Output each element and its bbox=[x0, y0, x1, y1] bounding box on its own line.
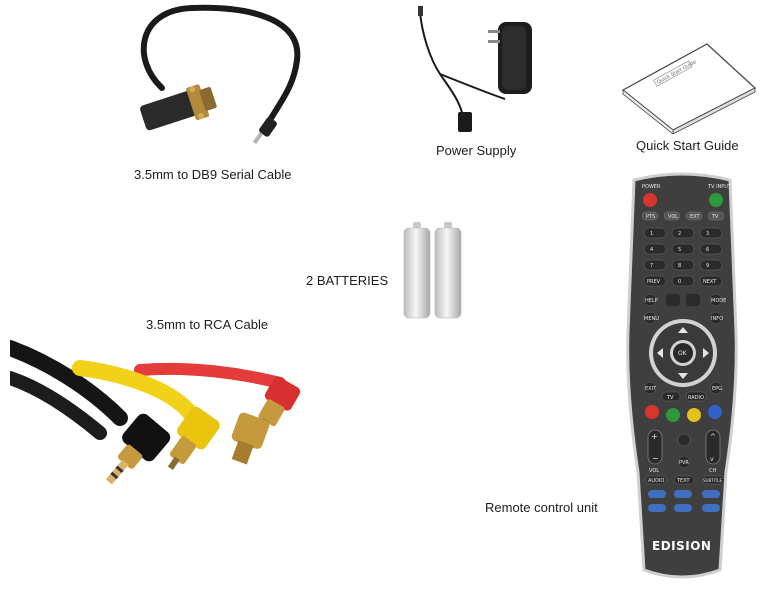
svg-text:v: v bbox=[710, 456, 714, 463]
numpad-key-8: 8 bbox=[678, 263, 681, 269]
tv-key: TV bbox=[666, 395, 674, 401]
serial-cable-caption: 3.5mm to DB9 Serial Cable bbox=[134, 167, 292, 182]
row-key-3: EXT bbox=[690, 214, 700, 220]
exit-key: EXIT bbox=[645, 386, 657, 392]
epg-key: EPG bbox=[712, 386, 722, 392]
batteries-caption: 2 BATTERIES bbox=[306, 273, 389, 288]
subtitle-key: SUBTITLE bbox=[703, 478, 723, 483]
audio-key: AUDIO bbox=[648, 478, 664, 484]
numpad-key-1: 1 bbox=[650, 231, 653, 237]
vol-label: VOL bbox=[649, 468, 659, 474]
numpad-key-next: NEXT bbox=[703, 279, 717, 285]
info-key: INFO bbox=[711, 316, 723, 322]
numpad-key-3: 3 bbox=[706, 231, 709, 237]
row-key-1: PTS bbox=[646, 214, 655, 220]
batteries-image bbox=[402, 220, 464, 320]
power-label: POWER bbox=[642, 184, 661, 190]
numpad-key-6: 6 bbox=[706, 247, 709, 253]
text-key: TEXT bbox=[676, 478, 691, 484]
quick-start-guide-image: Quick Start Guide bbox=[615, 34, 761, 135]
ok-key: OK bbox=[678, 350, 688, 357]
pvr-key: PVR bbox=[679, 460, 689, 466]
ch-label: CH bbox=[709, 468, 716, 474]
numpad-key-0: 0 bbox=[678, 279, 681, 285]
numpad-key-4: 4 bbox=[650, 247, 653, 253]
help-key: HELP bbox=[645, 298, 658, 304]
quick-start-guide-caption: Quick Start Guide bbox=[636, 138, 739, 153]
rca-cable-image bbox=[2, 318, 330, 518]
numpad-key-9: 9 bbox=[706, 263, 709, 269]
svg-text:−: − bbox=[652, 454, 659, 463]
svg-text:+: + bbox=[651, 432, 658, 441]
row-key-2: VOL bbox=[668, 214, 678, 220]
mode-key: MODE bbox=[711, 298, 726, 304]
serial-cable-image bbox=[112, 0, 328, 160]
power-button bbox=[643, 193, 657, 207]
rca-cable-caption: 3.5mm to RCA Cable bbox=[146, 317, 269, 332]
remote-caption: Remote control unit bbox=[485, 500, 598, 515]
tv-input-label: TV INPUT bbox=[707, 184, 732, 190]
svg-text:^: ^ bbox=[710, 433, 716, 441]
numpad-key-7: 7 bbox=[650, 263, 653, 269]
remote-control-image: POWER TV INPUT PTS VOL EXT TV 1 2 3 4 5 … bbox=[622, 172, 742, 584]
numpad-key-5: 5 bbox=[678, 247, 681, 253]
row-key-4: TV bbox=[711, 214, 719, 220]
numpad-key-2: 2 bbox=[678, 231, 681, 237]
numpad-key-prev: PREV bbox=[647, 279, 661, 285]
tv-input-button bbox=[709, 193, 723, 207]
radio-key: RADIO bbox=[688, 395, 704, 401]
remote-brand: EDISION bbox=[652, 539, 711, 553]
menu-key: MENU bbox=[644, 316, 659, 322]
power-supply-caption: Power Supply bbox=[436, 143, 517, 158]
power-supply-image bbox=[410, 4, 540, 139]
